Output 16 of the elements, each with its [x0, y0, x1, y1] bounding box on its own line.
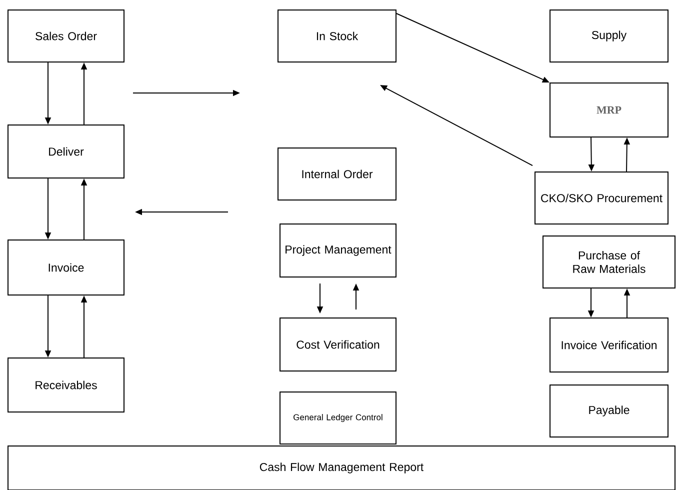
process-box: Deliver — [8, 124, 124, 178]
process-box: Internal Order — [278, 148, 396, 200]
process-box: Cash Flow Management Report — [8, 446, 676, 490]
process-box: Cost Verification — [280, 318, 396, 372]
process-box: Purchase of Raw Materials — [542, 236, 676, 288]
process-box: Sales Order — [8, 10, 124, 62]
process-box: General Ledger Control — [280, 392, 396, 444]
process-box: Invoice Verification — [550, 318, 668, 372]
process-box: Supply — [550, 10, 668, 62]
process-box: Invoice — [8, 240, 124, 296]
process-box: Payable — [550, 384, 668, 438]
process-box: MRP — [550, 82, 668, 138]
process-box: CKO/SKO Procurement — [534, 172, 668, 224]
process-box: In Stock — [278, 10, 396, 62]
process-box: Receivables — [8, 358, 124, 412]
process-box: Project Management — [280, 224, 396, 278]
